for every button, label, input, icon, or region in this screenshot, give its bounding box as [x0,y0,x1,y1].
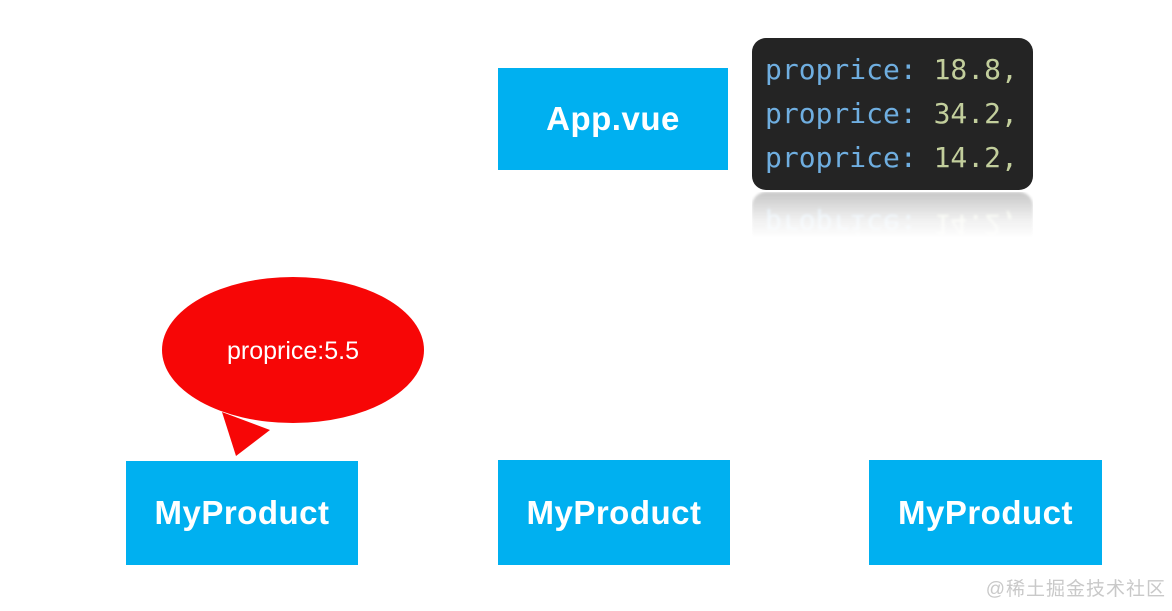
speech-bubble: proprice:5.5 [162,277,424,456]
code-value: 18.8, [933,53,1018,86]
speech-bubble-body [162,277,424,423]
code-value: 34.2, [933,97,1018,130]
myproduct-box-3: MyProduct [869,460,1102,565]
code-block-reflection: proprice:18.8, proprice:34.2, proprice:1… [752,192,1033,242]
myproduct-label: MyProduct [526,493,702,531]
code-value: 14.2, [933,141,1018,174]
code-line: proprice: 14.2, [765,136,1020,180]
speech-bubble-tail [222,412,270,456]
code-line: proprice: 34.2, [765,92,1020,136]
myproduct-label: MyProduct [897,493,1073,531]
code-line: proprice: 14.2, [765,202,1020,242]
code-key: proprice: [765,141,917,174]
myproduct-box-2: MyProduct [498,460,730,565]
app-vue-box: App.vue [498,68,728,170]
myproduct-box-1: MyProduct [126,461,358,565]
code-line: proprice: 18.8, [765,48,1020,92]
code-block: proprice: 18.8, proprice: 34.2, proprice: 1… [752,38,1033,190]
watermark: @稀土掘金技术社区 [985,579,1166,600]
code-key: proprice: [765,97,917,130]
myproduct-label: MyProduct [154,494,330,531]
code-block-reflection-copy: proprice:18.8, proprice:34.2, proprice:1… [752,192,1033,242]
code-key: proprice: [765,208,917,241]
code-value: 14.2, [933,208,1018,241]
app-vue-label: App.vue [546,100,680,137]
code-key: proprice: [765,53,917,86]
speech-bubble-label: proprice:5.5 [227,337,359,365]
